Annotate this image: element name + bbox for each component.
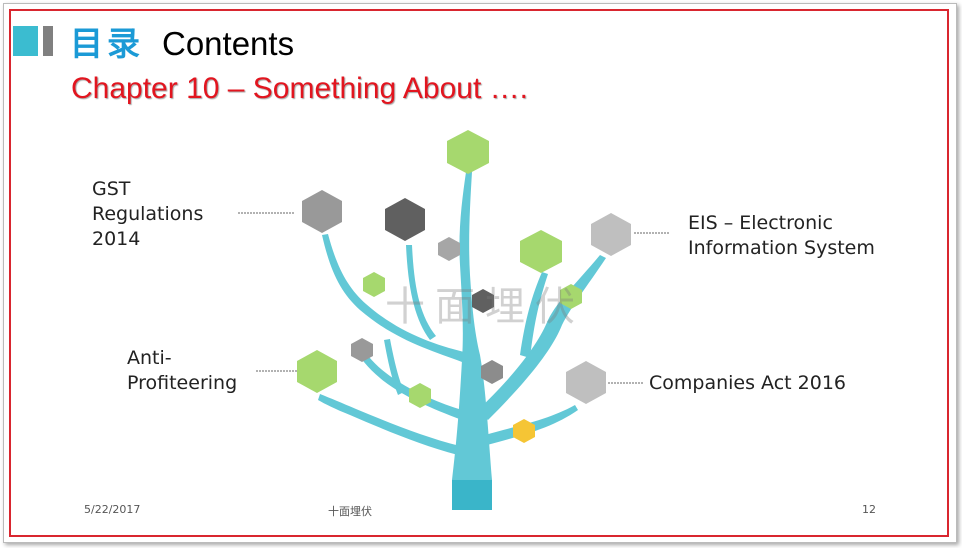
label-anti-line-2: Profiteering	[127, 371, 237, 396]
label-anti-line-1: Anti-	[127, 346, 237, 371]
hexagon-green-top	[447, 130, 489, 174]
label-gst-line-3: 2014	[92, 227, 203, 252]
hexagon-grey-eis	[591, 213, 631, 256]
hexagon-grey-small-upper	[438, 237, 460, 261]
footer-date: 5/22/2017	[84, 503, 140, 516]
footer-page-number: 12	[862, 503, 876, 516]
label-gst: GST Regulations 2014	[92, 177, 203, 252]
label-gst-line-1: GST	[92, 177, 203, 202]
label-anti-profiteering: Anti- Profiteering	[127, 346, 237, 396]
footer-center-text: 十面埋伏	[328, 503, 372, 519]
hexagon-green-small-left	[363, 272, 385, 297]
label-gst-line-2: Regulations	[92, 202, 203, 227]
hexagon-dark-upper	[385, 198, 425, 241]
hexagon-green-right	[520, 230, 562, 273]
watermark-text: 十面埋伏	[385, 284, 585, 330]
hexagon-green-anti	[297, 350, 337, 393]
hexagon-grey-companies	[566, 361, 606, 404]
label-eis: EIS – Electronic Information System	[688, 211, 875, 261]
label-eis-line-1: EIS – Electronic	[688, 211, 875, 236]
label-companies-line-1: Companies Act 2016	[649, 371, 846, 396]
hexagon-grey-small-mid	[481, 360, 503, 384]
hexagon-grey-gst	[302, 190, 342, 233]
label-eis-line-2: Information System	[688, 236, 875, 261]
label-companies-act: Companies Act 2016	[649, 371, 846, 396]
tree-trunk-base	[452, 480, 492, 510]
